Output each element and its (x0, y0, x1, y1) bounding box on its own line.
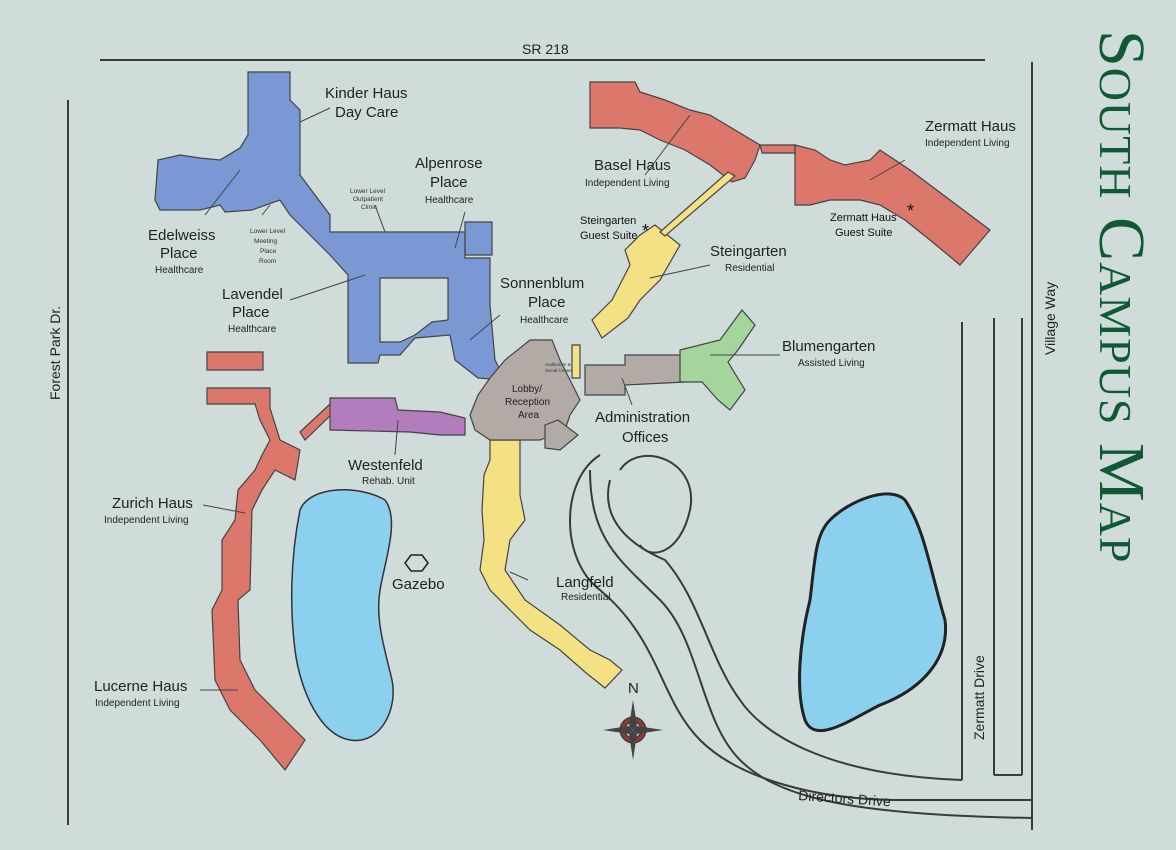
basel-label: Basel Haus (594, 157, 671, 174)
lavendel-label-2: Place (232, 304, 270, 321)
blumengarten-type: Assisted Living (798, 358, 865, 369)
outpatient-label-1: Lower Level (350, 188, 386, 195)
meeting-label-4: Room (259, 258, 276, 265)
leader-lines (200, 107, 906, 691)
edelweiss-label-2: Place (160, 245, 198, 262)
social-label-2: Social Center (545, 368, 573, 373)
lavendel-type: Healthcare (228, 324, 277, 335)
meeting-label-3: Place (260, 248, 277, 255)
westenfeld-label: Westenfeld (348, 457, 423, 474)
road-lines (67, 59, 1033, 830)
zurich-type: Independent Living (104, 515, 189, 526)
edelweiss-type: Healthcare (155, 265, 204, 276)
social-label-1: Auditorium & (545, 362, 571, 367)
sonnenblum-label-2: Place (528, 294, 566, 311)
alpenrose-label-1: Alpenrose (415, 155, 483, 172)
meeting-label-2: Meeting (254, 238, 278, 245)
lobby-label-3: Area (518, 410, 540, 421)
outpatient-label-2: Outpatient (353, 196, 383, 203)
zermatt-guest-marker: * (907, 201, 914, 221)
administration-label-1: Administration (595, 409, 690, 426)
lavendel-label-1: Lavendel (222, 286, 283, 303)
steingarten-guest-marker: * (642, 221, 649, 241)
sonnenblum-label-1: Sonnenblum (500, 275, 584, 292)
westenfeld-building[interactable] (329, 397, 466, 436)
langfeld-label: Langfeld (556, 574, 614, 591)
alpenrose-type: Healthcare (425, 195, 474, 206)
lobby-label-2: Reception (505, 397, 550, 408)
lobby-label-1: Lobby/ (512, 384, 542, 395)
road-directors-drive: Directors Drive (798, 787, 892, 809)
road-forest-park: Forest Park Dr. (47, 306, 63, 400)
meeting-label-1: Lower Level (250, 228, 286, 235)
steingarten-label: Steingarten (710, 243, 787, 260)
road-village-way: Village Way (1042, 282, 1058, 355)
blumengarten-label: Blumengarten (782, 338, 875, 355)
zermatt-type: Independent Living (925, 138, 1010, 149)
gazebo-icon[interactable] (404, 554, 429, 572)
healthcare-buildings[interactable] (154, 71, 507, 381)
administration-label-2: Offices (622, 429, 668, 446)
steingarten-guest-label-1: Steingarten (580, 215, 636, 227)
compass-rose (603, 700, 663, 760)
zermatt-guest-label-2: Guest Suite (835, 227, 892, 239)
blumengarten-building[interactable] (679, 309, 756, 411)
courtyard (379, 277, 449, 343)
sonnenblum-type: Healthcare (520, 315, 569, 326)
residential-buildings[interactable] (479, 171, 737, 689)
gazebo-label: Gazebo (392, 576, 445, 593)
road-zermatt-drive: Zermatt Drive (971, 655, 987, 740)
compass-north-label: N (628, 680, 639, 697)
outpatient-label-3: Clinic (361, 204, 378, 211)
kinder-label-2: Day Care (335, 104, 398, 121)
west-lake (290, 489, 394, 742)
lucerne-label: Lucerne Haus (94, 678, 187, 695)
steingarten-type: Residential (725, 263, 774, 274)
edelweiss-label-1: Edelweiss (148, 227, 216, 244)
zurich-label: Zurich Haus (112, 495, 193, 512)
alpenrose-label-2: Place (430, 174, 468, 191)
east-lake (798, 492, 948, 733)
steingarten-guest-label-2: Guest Suite (580, 230, 637, 242)
administration-buildings[interactable] (469, 339, 686, 451)
independent-living-buildings[interactable] (206, 81, 991, 772)
langfeld-type: Residential (561, 592, 610, 603)
westenfeld-type: Rehab. Unit (362, 476, 415, 487)
basel-type: Independent Living (585, 178, 670, 189)
kinder-label-1: Kinder Haus (325, 85, 408, 102)
page-title: South Campus Map (1085, 30, 1158, 563)
lucerne-type: Independent Living (95, 698, 180, 709)
road-sr218: SR 218 (522, 41, 569, 57)
zermatt-guest-label-1: Zermatt Haus (830, 212, 897, 224)
zermatt-label: Zermatt Haus (925, 118, 1016, 135)
